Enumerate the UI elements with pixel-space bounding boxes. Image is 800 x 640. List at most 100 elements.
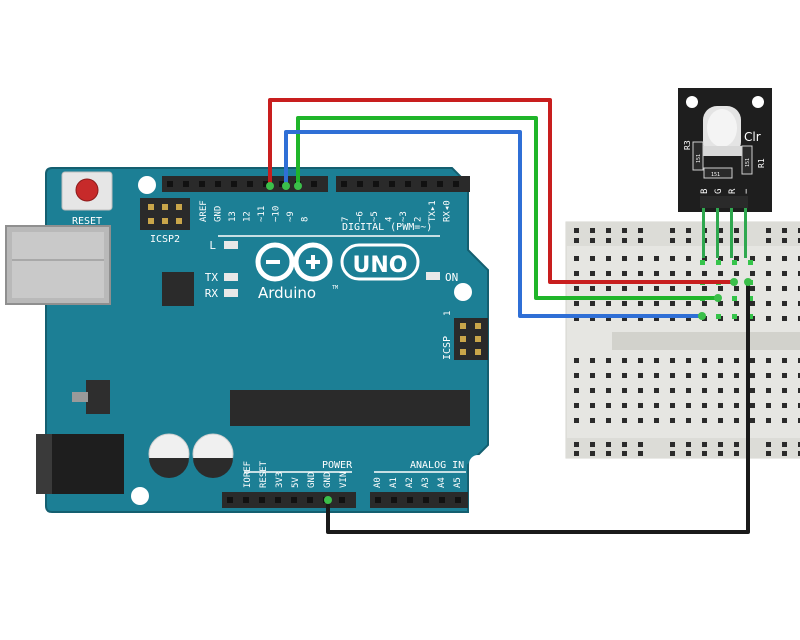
- breadboard-hole: [798, 228, 800, 233]
- breadboard-hole-active: [716, 260, 721, 265]
- breadboard-hole: [702, 442, 707, 447]
- breadboard-hole: [670, 316, 675, 321]
- breadboard-hole: [590, 238, 595, 243]
- pin-label: 3V3: [275, 472, 285, 488]
- header-pin: [421, 181, 427, 187]
- header-pin: [247, 181, 253, 187]
- breadboard-hole: [718, 403, 723, 408]
- pin-label: GND: [307, 472, 317, 488]
- breadboard-hole: [670, 403, 675, 408]
- breadboard-hole: [574, 418, 579, 423]
- pin-label: A3: [421, 477, 431, 488]
- breadboard-hole: [782, 403, 787, 408]
- icsp-header: [454, 318, 488, 360]
- breadboard-hole: [766, 316, 771, 321]
- breadboard-hole: [718, 358, 723, 363]
- header-pin: [263, 181, 269, 187]
- header-pin: [423, 497, 429, 503]
- breadboard-hole: [766, 301, 771, 306]
- breadboard-hole: [782, 256, 787, 261]
- breadboard-hole: [670, 418, 675, 423]
- breadboard-hole: [798, 418, 800, 423]
- breadboard-hole: [622, 228, 627, 233]
- wire-blue: [284, 130, 702, 318]
- header-pin: [405, 181, 411, 187]
- pin-label: 13: [228, 211, 238, 222]
- breadboard-hole: [782, 316, 787, 321]
- breadboard-hole: [750, 256, 755, 261]
- breadboard-hole: [670, 442, 675, 447]
- breadboard-hole: [798, 238, 800, 243]
- breadboard-hole: [798, 388, 800, 393]
- breadboard-hole: [638, 358, 643, 363]
- breadboard-hole: [734, 373, 739, 378]
- breadboard-hole: [750, 271, 755, 276]
- breadboard-hole: [718, 301, 723, 306]
- pin-label: TX▸1: [428, 200, 438, 222]
- breadboard-hole: [622, 256, 627, 261]
- breadboard-hole: [638, 418, 643, 423]
- breadboard-hole: [718, 442, 723, 447]
- breadboard-hole: [686, 403, 691, 408]
- reset-button[interactable]: [61, 171, 113, 211]
- breadboard-hole: [686, 373, 691, 378]
- svg-text:151: 151: [711, 172, 720, 178]
- label-r3: R3: [683, 140, 692, 150]
- breadboard-hole: [766, 418, 771, 423]
- header-pin: [341, 181, 347, 187]
- header-pin: [311, 181, 317, 187]
- module-pin-label: G: [714, 189, 724, 194]
- power-header: [222, 492, 356, 508]
- label-r1: R1: [757, 158, 766, 168]
- header-pin: [437, 181, 443, 187]
- pin-label: A0: [373, 477, 383, 488]
- breadboard-hole: [590, 403, 595, 408]
- breadboard-hole: [638, 316, 643, 321]
- breadboard-hole: [606, 228, 611, 233]
- breadboard-hole: [638, 388, 643, 393]
- mounting-hole: [454, 283, 472, 301]
- header-pin: [389, 181, 395, 187]
- breadboard-hole: [574, 238, 579, 243]
- header-pin: [357, 181, 363, 187]
- breadboard-hole: [686, 271, 691, 276]
- header-pin: [231, 181, 237, 187]
- breadboard-hole: [718, 418, 723, 423]
- breadboard-hole: [766, 442, 771, 447]
- module-pins: [700, 196, 748, 258]
- breadboard-hole: [702, 418, 707, 423]
- breadboard-hole: [574, 451, 579, 456]
- pin-label: ~11: [257, 206, 267, 222]
- pin-label: 5V: [291, 477, 301, 488]
- analog-label: ANALOG IN: [410, 460, 464, 471]
- breadboard-hole: [638, 403, 643, 408]
- breadboard-hole: [750, 403, 755, 408]
- breadboard-hole: [766, 271, 771, 276]
- breadboard-hole: [574, 388, 579, 393]
- breadboard-hole: [718, 256, 723, 261]
- breadboard-hole: [734, 418, 739, 423]
- breadboard-hole: [782, 238, 787, 243]
- breadboard-hole: [750, 373, 755, 378]
- breadboard-hole: [574, 358, 579, 363]
- led-rx-label: RX: [205, 287, 219, 300]
- breadboard-hole: [718, 451, 723, 456]
- breadboard-hole: [702, 301, 707, 306]
- breadboard-hole: [702, 271, 707, 276]
- breadboard-hole: [574, 228, 579, 233]
- breadboard-hole: [686, 451, 691, 456]
- icsp2-header: [140, 198, 190, 230]
- pin-label: GND: [214, 206, 224, 222]
- wire-red: [268, 98, 734, 284]
- led-l-label: L: [209, 239, 216, 252]
- breadboard-hole-active: [748, 314, 753, 319]
- breadboard-hole: [654, 301, 659, 306]
- breadboard-hole: [654, 358, 659, 363]
- arduino-uno-board: RESET ICSP2 L TX RX ON: [5, 167, 489, 513]
- breadboard-hole: [734, 256, 739, 261]
- breadboard-hole: [590, 388, 595, 393]
- breadboard-hole: [702, 403, 707, 408]
- atmega-chip: [230, 390, 470, 426]
- breadboard-hole: [638, 228, 643, 233]
